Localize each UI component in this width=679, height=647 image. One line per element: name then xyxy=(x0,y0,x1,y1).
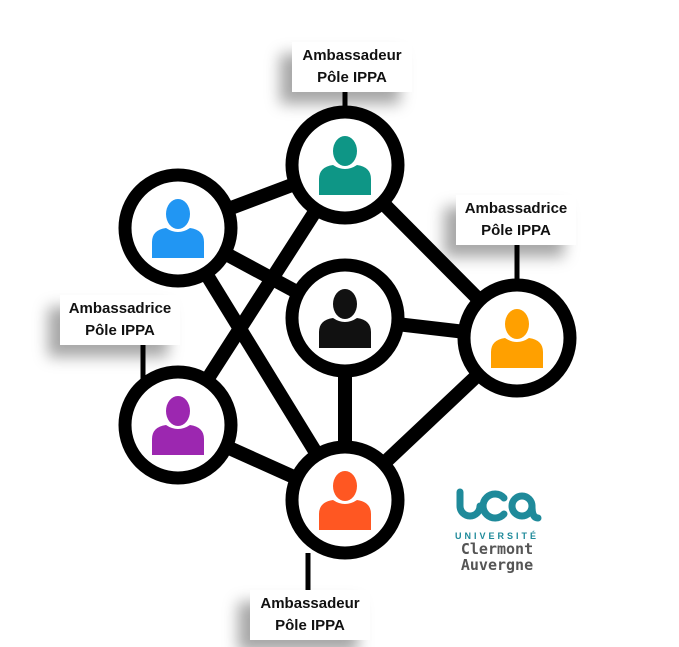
label-bottom: Ambassadeur Pôle IPPA xyxy=(250,590,370,640)
label-role: Ambassadrice xyxy=(464,200,568,217)
label-left: Ambassadrice Pôle IPPA xyxy=(60,295,180,345)
node-purple xyxy=(118,365,238,485)
uca-logo: UNIVERSITÉ Clermont Auvergne xyxy=(452,488,542,573)
label-pole: Pôle IPPA xyxy=(275,617,345,634)
person-icon xyxy=(319,471,371,530)
label-role: Ambassadeur xyxy=(302,47,402,64)
node-blue xyxy=(118,168,238,288)
logo-clermont: Clermont xyxy=(460,540,534,558)
label-role: Ambassadeur xyxy=(260,595,360,612)
person-icon xyxy=(152,396,204,455)
node-center xyxy=(285,258,405,378)
logo-auvergne: Auvergne xyxy=(460,556,534,574)
person-icon xyxy=(152,199,204,258)
node-red xyxy=(285,440,405,560)
uca-logo-mark xyxy=(456,488,542,522)
label-role: Ambassadrice xyxy=(68,300,172,317)
label-pole: Pôle IPPA xyxy=(85,322,155,339)
logo-university: UNIVERSITÉ xyxy=(454,531,539,541)
person-icon xyxy=(319,136,371,195)
person-icon xyxy=(319,289,371,348)
label-pole: Pôle IPPA xyxy=(317,69,387,86)
label-top: Ambassadeur Pôle IPPA xyxy=(292,42,412,92)
node-teal xyxy=(285,105,405,225)
node-orange xyxy=(457,278,577,398)
label-right: Ambassadrice Pôle IPPA xyxy=(456,195,576,245)
label-pole: Pôle IPPA xyxy=(481,222,551,239)
person-icon xyxy=(491,309,543,368)
